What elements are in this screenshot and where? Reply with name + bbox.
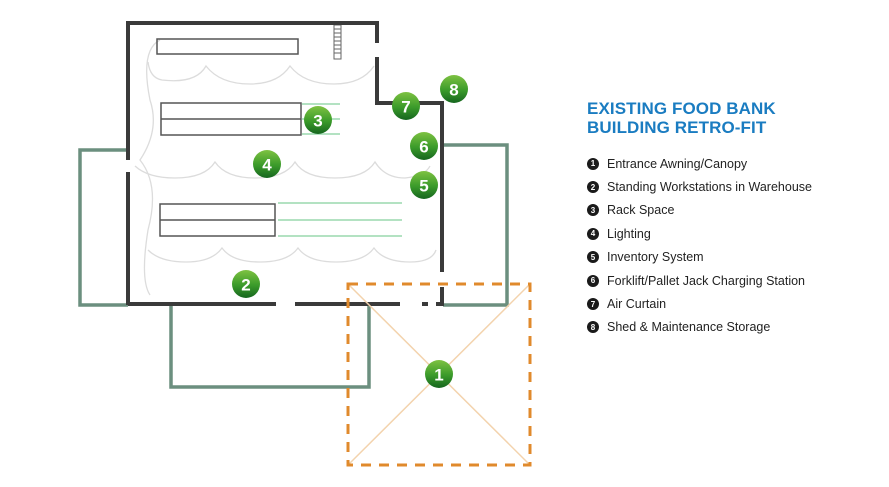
legend-item-label: Entrance Awning/Canopy (607, 156, 748, 171)
building-walls (126, 21, 444, 306)
legend-title-line-2: BUILDING RETRO-FIT (587, 118, 767, 137)
legend-item-inventory-system: 5 Inventory System (587, 246, 877, 269)
legend-list: 1 Entrance Awning/Canopy 2 Standing Work… (587, 152, 877, 339)
annexes (78, 143, 509, 389)
marker-7[interactable]: 7 (392, 92, 420, 120)
legend-item-label: Lighting (607, 226, 651, 241)
lighting-row-1 (147, 61, 375, 85)
legend-item-label: Rack Space (607, 203, 675, 218)
legend-item-label: Shed & Maintenance Storage (607, 320, 771, 335)
legend-item-standing-workstations: 2 Standing Workstations in Warehouse (587, 175, 877, 198)
marker-2-label: 2 (241, 276, 250, 295)
marker-6-label: 6 (419, 138, 428, 157)
marker-6[interactable]: 6 (410, 132, 438, 160)
legend-item-shed-storage: 8 Shed & Maintenance Storage (587, 316, 877, 339)
lighting-curves (134, 39, 437, 296)
marker-4-label: 4 (262, 156, 272, 175)
marker-5-label: 5 (419, 177, 428, 196)
marker-5[interactable]: 5 (410, 171, 438, 199)
legend-item-entrance-awning: 1 Entrance Awning/Canopy (587, 152, 877, 175)
legend-title-line-1: EXISTING FOOD BANK (587, 99, 776, 118)
legend-item-label: Air Curtain (607, 297, 667, 312)
rack-lines (278, 103, 402, 237)
marker-2[interactable]: 2 (232, 270, 260, 298)
marker-3-label: 3 (313, 112, 322, 131)
marker-8[interactable]: 8 (440, 75, 468, 103)
number-8-icon: 8 (587, 321, 599, 334)
legend-item-label: Forklift/Pallet Jack Charging Station (607, 273, 806, 288)
legend-title: EXISTING FOOD BANK BUILDING RETRO-FIT (587, 99, 877, 137)
annex-bottom (169, 305, 371, 389)
number-4-icon: 4 (587, 227, 599, 240)
annex-right (443, 143, 509, 307)
legend-item-label: Standing Workstations in Warehouse (607, 180, 812, 195)
lighting-row-3 (147, 246, 437, 263)
marker-3[interactable]: 3 (304, 106, 332, 134)
legend-item-rack-space: 3 Rack Space (587, 199, 877, 222)
racks (156, 38, 302, 237)
number-3-icon: 3 (587, 204, 599, 217)
number-2-icon: 2 (587, 181, 599, 194)
marker-1-label: 1 (434, 366, 443, 385)
lighting-side-curve (139, 39, 161, 296)
annex-left (78, 148, 128, 307)
number-5-icon: 5 (587, 251, 599, 264)
legend-item-label: Inventory System (607, 250, 704, 265)
number-6-icon: 6 (587, 274, 599, 287)
rack-top (156, 38, 299, 55)
marker-8-label: 8 (449, 81, 458, 100)
marker-7-label: 7 (401, 98, 410, 117)
marker-4[interactable]: 4 (253, 150, 281, 178)
legend: EXISTING FOOD BANK BUILDING RETRO-FIT 1 … (587, 99, 877, 339)
legend-item-air-curtain: 7 Air Curtain (587, 292, 877, 315)
marker-1[interactable]: 1 (425, 360, 453, 388)
legend-item-charging-station: 6 Forklift/Pallet Jack Charging Station (587, 269, 877, 292)
legend-item-lighting: 4 Lighting (587, 222, 877, 245)
ladder (333, 24, 342, 60)
lighting-row-2 (134, 160, 431, 179)
number-1-icon: 1 (587, 157, 599, 170)
number-7-icon: 7 (587, 298, 599, 311)
